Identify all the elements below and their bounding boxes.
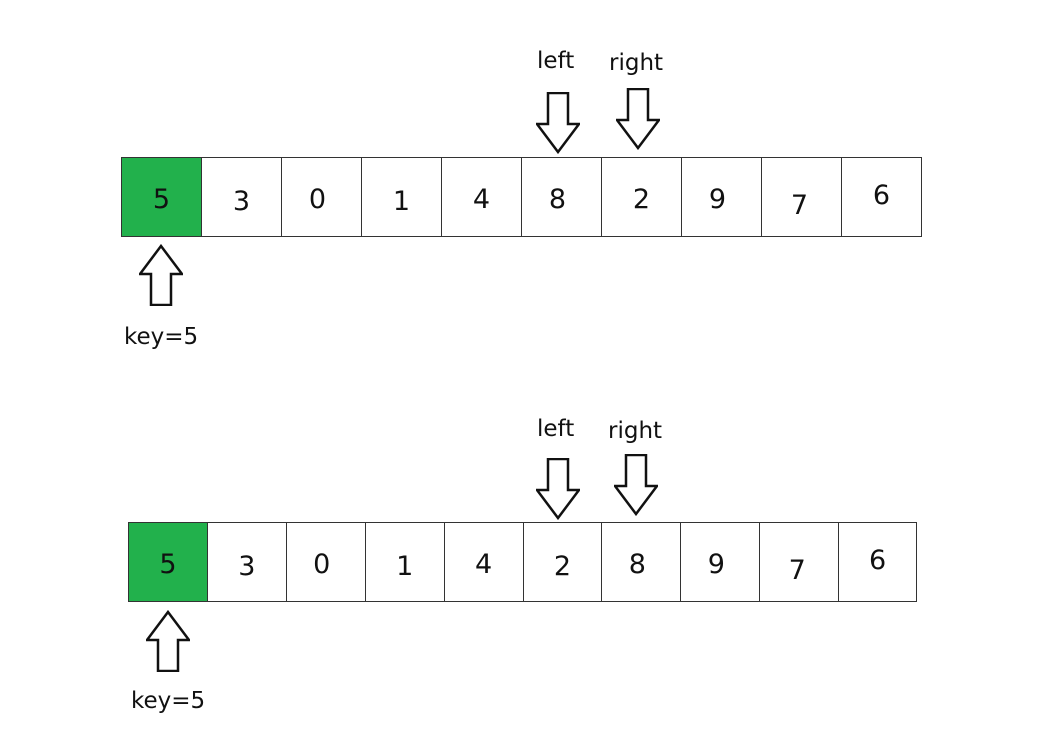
key-label: key=5 [131,688,206,714]
array-cell: 4 [444,523,524,601]
array-cell: 8 [602,523,682,601]
up-arrow-icon [139,244,183,306]
down-arrow-icon [536,92,580,154]
array-row: 5 3 0 1 4 2 8 9 7 6 [128,522,918,602]
down-arrow-icon [536,458,580,520]
array-cell: 2 [602,158,682,236]
diagram-step-2: left right 5 3 0 1 4 2 8 9 7 6 key=5 [0,368,1044,738]
array-cell: 3 [202,158,282,236]
array-cell: 4 [442,158,522,236]
array-cell: 2 [523,523,603,601]
array-cell: 7 [762,158,842,236]
down-arrow-icon [616,88,660,150]
array-cell: 6 [839,523,918,601]
array-cell: 1 [365,523,445,601]
array-cell: 0 [286,523,366,601]
array-cell: 6 [842,158,922,236]
array-cell-pivot: 5 [129,523,208,601]
down-arrow-icon [614,454,658,516]
array-cell-pivot: 5 [122,158,202,236]
array-cell: 1 [362,158,442,236]
array-cell: 9 [681,523,761,601]
right-label: right [609,50,664,76]
array-cell: 7 [760,523,840,601]
array-cell: 3 [207,523,287,601]
key-label: key=5 [124,324,199,350]
array-cell: 0 [282,158,362,236]
array-row: 5 3 0 1 4 8 2 9 7 6 [121,157,922,237]
up-arrow-icon [146,610,190,672]
array-cell: 9 [682,158,762,236]
array-cell: 8 [522,158,602,236]
left-label: left [537,48,575,74]
diagram-step-1: left right 5 3 0 1 4 8 2 9 7 6 key=5 [0,0,1044,370]
right-label: right [608,418,663,444]
left-label: left [537,416,575,442]
